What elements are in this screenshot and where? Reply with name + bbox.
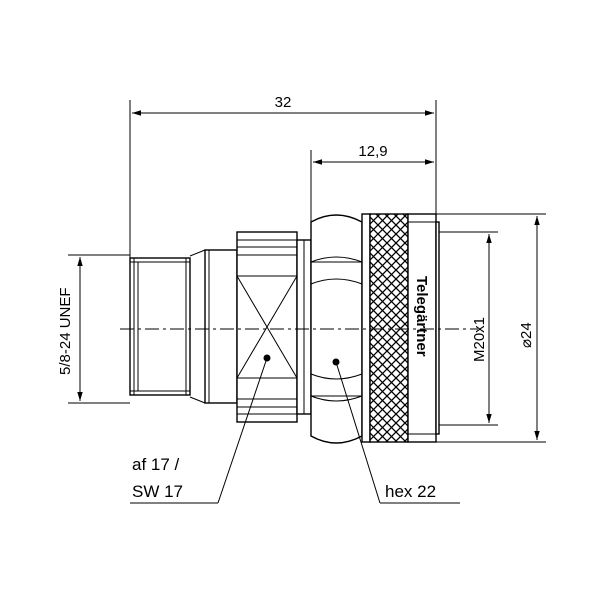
wrench-size-line1: af 17 /	[132, 455, 180, 474]
connector-body: Telegärtner	[120, 213, 478, 444]
wrench-size-callout: af 17 / SW 17	[130, 354, 271, 504]
knurled-nut-section: Telegärtner	[361, 213, 440, 443]
brand-logo: Telegärtner	[413, 276, 430, 357]
hex-size-label: hex 22	[385, 482, 436, 501]
diameter-label: ⌀24	[518, 322, 535, 348]
left-thread-section	[129, 249, 206, 404]
wrench-flat-section	[236, 231, 312, 423]
overall-length-dimension: 32	[129, 94, 437, 258]
overall-length-label: 32	[275, 94, 292, 111]
right-thread-label: M20x1	[471, 317, 488, 362]
wrench-size-line2: SW 17	[132, 482, 183, 501]
nut-length-label: 12,9	[358, 143, 387, 160]
left-thread-label: 5/8-24 UNEF	[57, 287, 74, 375]
neck-section	[204, 249, 238, 404]
hex-size-callout: hex 22	[332, 358, 460, 504]
nut-length-dimension: 12,9	[310, 143, 434, 222]
left-thread-dimension: 5/8-24 UNEF	[57, 254, 130, 404]
right-thread-dimension: M20x1	[439, 231, 498, 426]
diameter-dimension: ⌀24	[436, 213, 546, 443]
diameter-symbol: ⌀	[518, 339, 535, 348]
diameter-value: 24	[518, 322, 535, 339]
